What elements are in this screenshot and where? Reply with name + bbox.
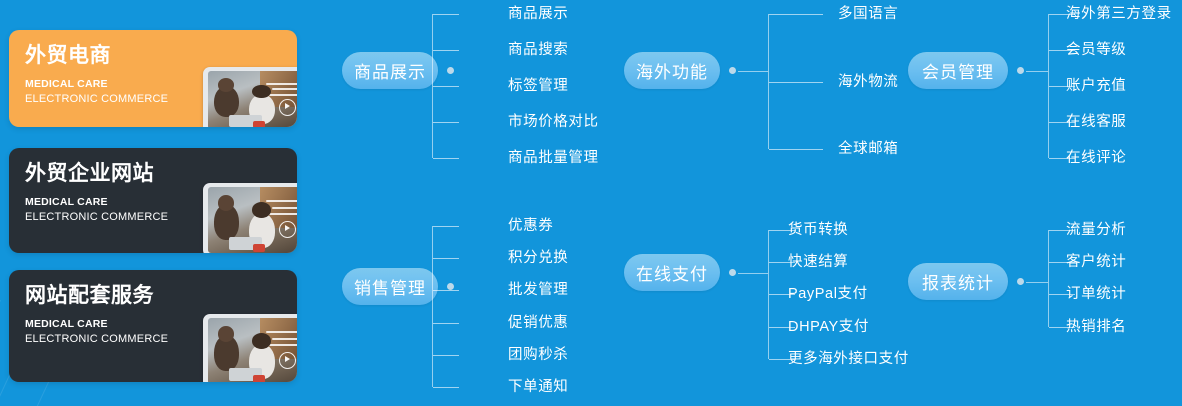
card-subtitle-secondary: ELECTRONIC COMMERCE xyxy=(25,211,169,224)
leaf-connector-line xyxy=(769,358,795,360)
service-card-waimao-qiye-wangzhan[interactable]: 外贸企业网站 MEDICAL CARE ELECTRONIC COMMERCE xyxy=(9,148,297,253)
leaf-connector-line xyxy=(769,294,795,296)
tablet-thumbnail-image xyxy=(203,183,297,253)
leaf-connector-line xyxy=(433,387,459,388)
leaf-connector-line xyxy=(769,326,795,328)
leaf-item[interactable]: 流量分析 xyxy=(1066,221,1127,238)
branch-spine-line xyxy=(432,14,433,158)
branch-stem-line xyxy=(738,70,768,72)
leaf-item[interactable]: 批发管理 xyxy=(508,282,569,299)
leaf-item[interactable]: 在线客服 xyxy=(1066,113,1127,130)
leaf-connector-line xyxy=(433,290,459,292)
card-title: 外贸电商 xyxy=(25,44,111,67)
service-card-wangzhan-peitao-fuwu[interactable]: 网站配套服务 MEDICAL CARE ELECTRONIC COMMERCE xyxy=(9,270,297,382)
leaf-connector-line xyxy=(433,50,459,51)
tablet-thumbnail-image xyxy=(203,314,297,382)
branch-connector-dot xyxy=(1017,278,1024,285)
branch-node-report-statistics[interactable]: 报表统计 xyxy=(908,263,1008,300)
leaf-connector-line xyxy=(769,230,795,231)
leaf-item[interactable]: 多国语言 xyxy=(838,5,899,22)
leaf-item[interactable]: 优惠券 xyxy=(508,217,554,234)
leaf-item[interactable]: 促销优惠 xyxy=(508,314,569,331)
card-subtitle-secondary: ELECTRONIC COMMERCE xyxy=(25,333,169,346)
leaf-connector-line xyxy=(1049,326,1075,328)
leaf-item[interactable]: 海外物流 xyxy=(838,73,899,90)
leaf-connector-line xyxy=(433,226,459,227)
play-icon xyxy=(279,221,297,239)
leaf-item[interactable]: 在线评论 xyxy=(1066,149,1127,166)
leaf-item[interactable]: 海外第三方登录 xyxy=(1066,5,1172,22)
leaf-item[interactable]: DHPAY支付 xyxy=(788,318,870,335)
leaf-item[interactable]: 订单统计 xyxy=(1066,286,1127,303)
branch-stem-line xyxy=(1026,281,1048,283)
leaf-item[interactable]: 下单通知 xyxy=(508,378,569,395)
card-subtitle-secondary: ELECTRONIC COMMERCE xyxy=(25,93,169,106)
card-body: 外贸企业网站 MEDICAL CARE ELECTRONIC COMMERCE xyxy=(9,148,297,253)
leaf-connector-line xyxy=(433,86,459,87)
leaf-connector-line xyxy=(1049,294,1075,296)
card-title: 网站配套服务 xyxy=(25,284,154,307)
leaf-connector-line xyxy=(769,262,795,264)
leaf-item[interactable]: 全球邮箱 xyxy=(838,140,899,157)
branch-node-product-display[interactable]: 商品展示 xyxy=(342,52,438,89)
leaf-connector-line xyxy=(1049,262,1075,264)
leaf-connector-line xyxy=(433,122,459,123)
leaf-item[interactable]: 快速结算 xyxy=(788,253,849,270)
branch-node-overseas-features[interactable]: 海外功能 xyxy=(624,52,720,89)
leaf-connector-line xyxy=(1049,50,1075,51)
leaf-connector-line xyxy=(433,322,459,324)
leaf-connector-line xyxy=(433,14,459,15)
leaf-connector-line xyxy=(1049,86,1075,87)
service-card-waimao-dianshang[interactable]: 外贸电商 MEDICAL CARE ELECTRONIC COMMERCE xyxy=(9,30,297,127)
branch-stem-line xyxy=(738,272,768,274)
branch-connector-dot xyxy=(729,269,736,276)
branch-node-online-payment[interactable]: 在线支付 xyxy=(624,254,720,291)
branch-spine-line xyxy=(432,226,433,387)
branch-spine-line xyxy=(768,14,769,149)
play-icon xyxy=(279,352,297,370)
card-subtitle-primary: MEDICAL CARE xyxy=(25,196,108,209)
leaf-item[interactable]: 标签管理 xyxy=(508,77,569,94)
branch-spine-line xyxy=(1048,230,1049,327)
card-title: 外贸企业网站 xyxy=(25,162,154,185)
branch-connector-dot xyxy=(729,67,736,74)
branch-connector-dot xyxy=(1017,67,1024,74)
branch-spine-line xyxy=(768,230,769,359)
leaf-item[interactable]: 货币转换 xyxy=(788,221,849,238)
leaf-item[interactable]: 更多海外接口支付 xyxy=(788,350,909,367)
play-icon xyxy=(279,99,297,117)
leaf-connector-line xyxy=(1049,122,1075,123)
branch-stem-line xyxy=(1026,70,1048,72)
leaf-connector-line xyxy=(1049,14,1075,15)
leaf-connector-line xyxy=(769,14,823,15)
card-body: 网站配套服务 MEDICAL CARE ELECTRONIC COMMERCE xyxy=(9,270,297,382)
card-subtitle-primary: MEDICAL CARE xyxy=(25,78,108,91)
leaf-item[interactable]: 账户充值 xyxy=(1066,77,1127,94)
leaf-item[interactable]: 客户统计 xyxy=(1066,253,1127,270)
leaf-item[interactable]: PayPal支付 xyxy=(788,286,868,303)
card-subtitle-primary: MEDICAL CARE xyxy=(25,318,108,331)
card-body: 外贸电商 MEDICAL CARE ELECTRONIC COMMERCE xyxy=(9,30,297,127)
leaf-item[interactable]: 市场价格对比 xyxy=(508,113,599,130)
branch-connector-dot xyxy=(447,67,454,74)
leaf-item[interactable]: 商品展示 xyxy=(508,5,569,22)
leaf-connector-line xyxy=(1049,230,1075,231)
leaf-item[interactable]: 团购秒杀 xyxy=(508,346,569,363)
branch-node-sales-management[interactable]: 销售管理 xyxy=(342,268,438,305)
leaf-item[interactable]: 热销排名 xyxy=(1066,318,1127,335)
leaf-connector-line xyxy=(433,158,459,159)
leaf-connector-line xyxy=(433,354,459,356)
leaf-connector-line xyxy=(769,149,823,150)
branch-spine-line xyxy=(1048,14,1049,158)
leaf-connector-line xyxy=(769,81,823,83)
leaf-connector-line xyxy=(1049,158,1075,159)
leaf-item[interactable]: 商品批量管理 xyxy=(508,149,599,166)
leaf-item[interactable]: 会员等级 xyxy=(1066,41,1127,58)
leaf-item[interactable]: 积分兑换 xyxy=(508,249,569,266)
tablet-thumbnail-image xyxy=(203,67,297,127)
branch-connector-dot xyxy=(447,283,454,290)
branch-node-member-management[interactable]: 会员管理 xyxy=(908,52,1008,89)
leaf-item[interactable]: 商品搜索 xyxy=(508,41,569,58)
leaf-connector-line xyxy=(433,258,459,260)
